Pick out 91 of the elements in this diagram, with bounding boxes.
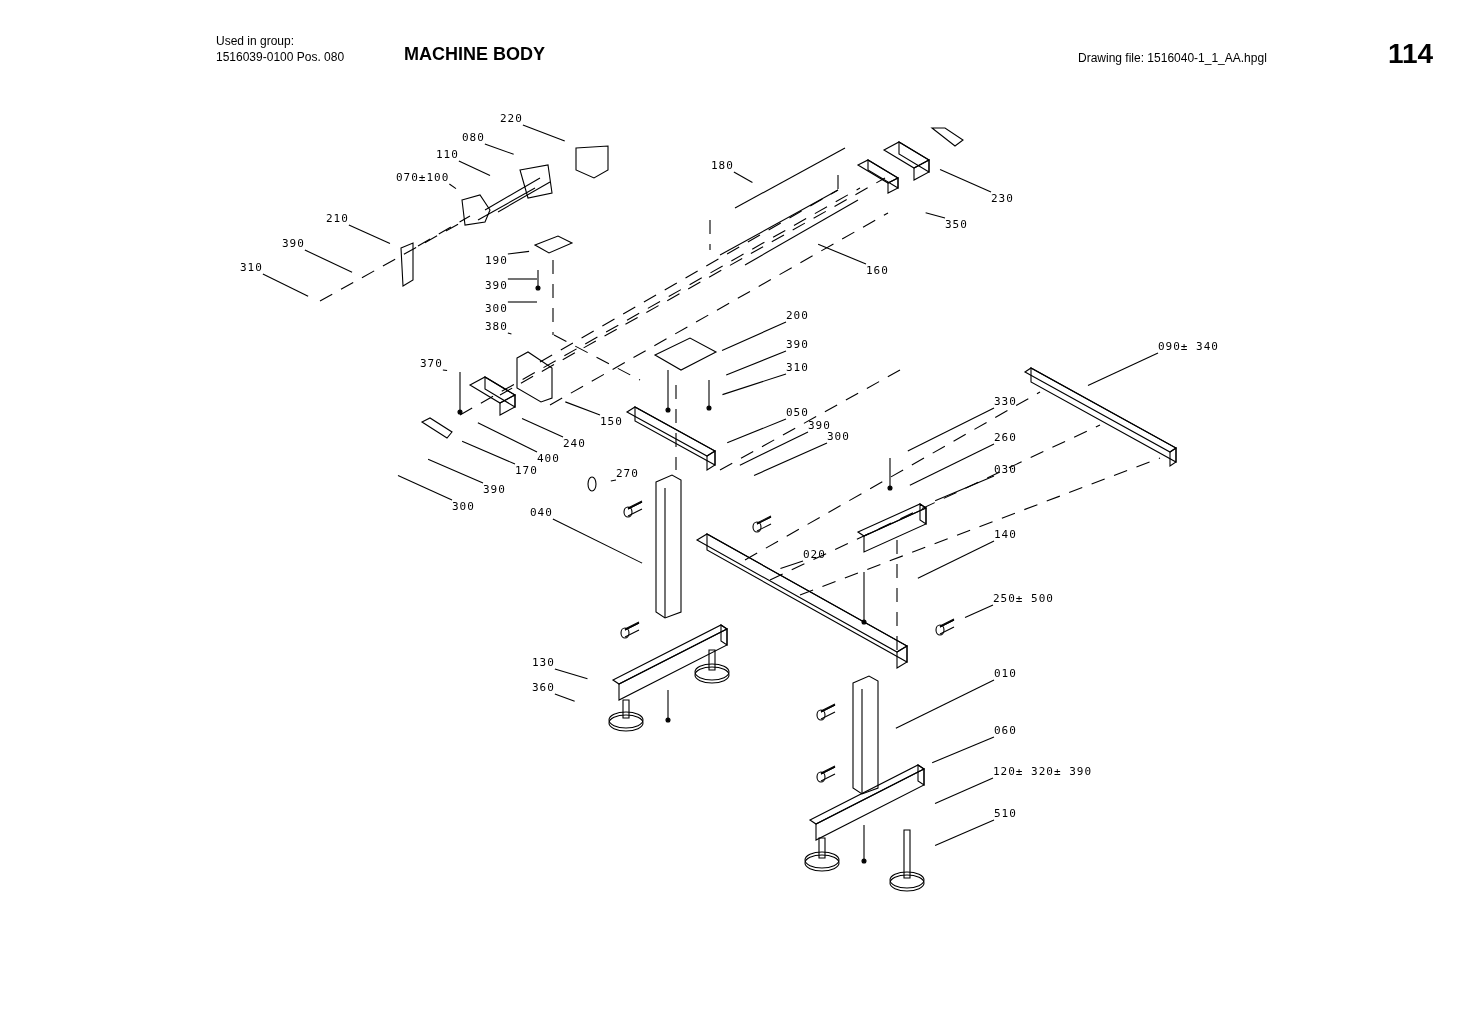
leader-line: [507, 301, 538, 303]
callout-number: 300: [485, 302, 508, 315]
callout-number: 200: [786, 309, 809, 322]
leader-line: [507, 332, 512, 335]
callout-number: 030: [994, 463, 1017, 476]
leader-line: [909, 443, 995, 486]
leader-line: [934, 819, 995, 847]
callout-number: 510: [994, 807, 1017, 820]
leader-line: [262, 273, 309, 297]
leader-line: [448, 183, 457, 190]
callout-number: 060: [994, 724, 1017, 737]
leader-line: [610, 479, 617, 482]
leader-line: [739, 431, 809, 466]
leader-line: [507, 250, 530, 255]
leader-line: [917, 540, 995, 579]
leader-line: [817, 243, 867, 265]
callout-number: 260: [994, 431, 1017, 444]
callout-number: 140: [994, 528, 1017, 541]
group-number: 1516039-0100 Pos. 080: [216, 50, 345, 64]
callout-number: 110: [436, 148, 459, 161]
leader-line: [1087, 352, 1159, 386]
leader-line: [554, 693, 576, 702]
leader-line: [397, 475, 453, 501]
callout-number: 310: [786, 361, 809, 374]
callout-number: 390: [282, 237, 305, 250]
leader-line: [484, 143, 515, 155]
leader-line: [522, 124, 566, 142]
page-title: MACHINE BODY: [404, 44, 545, 65]
leader-line: [925, 212, 946, 219]
callout-number: 160: [866, 264, 889, 277]
callout-number: 350: [945, 218, 968, 231]
leader-line: [779, 560, 804, 570]
callout-number: 270: [616, 467, 639, 480]
leader-line: [733, 171, 753, 184]
leader-line: [521, 417, 564, 438]
callout-number: 230: [991, 192, 1014, 205]
leader-line: [753, 442, 828, 477]
callout-number: 370: [420, 357, 443, 370]
leader-line: [907, 407, 995, 452]
callout-number: 040: [530, 506, 553, 519]
callout-number: 330: [994, 395, 1017, 408]
callout-number: 170: [515, 464, 538, 477]
callout-number: 390: [786, 338, 809, 351]
leader-line: [726, 418, 787, 444]
callout-number: 390: [808, 419, 831, 432]
leader-line: [721, 373, 787, 396]
callout-number: 070±100: [396, 171, 450, 184]
callout-number: 300: [827, 430, 850, 443]
leader-line: [348, 224, 391, 245]
callout-number: 190: [485, 254, 508, 267]
leader-line: [552, 518, 643, 564]
callout-number: 400: [537, 452, 560, 465]
leader-line: [725, 350, 787, 376]
leader-line: [931, 736, 995, 764]
callout-number: 050: [786, 406, 809, 419]
callout-number: 010: [994, 667, 1017, 680]
callout-number: 130: [532, 656, 555, 669]
callout-number: 240: [563, 437, 586, 450]
leader-line: [442, 369, 448, 372]
leader-line: [304, 249, 353, 273]
callout-number: 390: [485, 279, 508, 292]
leader-line: [477, 422, 538, 453]
callout-number: 300: [452, 500, 475, 513]
callout-number: 090± 340: [1158, 340, 1219, 353]
leader-line: [934, 777, 994, 805]
leader-line: [507, 278, 538, 280]
leader-line: [895, 679, 995, 729]
drawing-file-text: Drawing file: 1516040-1_1_AA.hpgl: [1078, 51, 1267, 65]
leader-line: [554, 668, 588, 680]
page-number: 114: [1388, 38, 1434, 70]
callout-number: 080: [462, 131, 485, 144]
leader-line: [964, 604, 994, 619]
leader-line: [461, 440, 516, 465]
callout-number: 180: [711, 159, 734, 172]
callout-number: 390: [483, 483, 506, 496]
callout-number: 120± 320± 390: [993, 765, 1093, 778]
leader-line: [564, 401, 601, 416]
group-label: Used in group:: [216, 34, 295, 48]
callout-number: 250± 500: [993, 592, 1054, 605]
leader-line: [939, 168, 992, 193]
callout-number: 150: [600, 415, 623, 428]
leader-line: [458, 160, 491, 176]
leader-line: [934, 475, 995, 502]
leader-line: [427, 458, 484, 484]
callout-number: 360: [532, 681, 555, 694]
callout-number: 220: [500, 112, 523, 125]
leader-line: [721, 321, 787, 352]
callout-number: 210: [326, 212, 349, 225]
callout-number: 380: [485, 320, 508, 333]
callout-number: 020: [803, 548, 826, 561]
callout-number: 310: [240, 261, 263, 274]
